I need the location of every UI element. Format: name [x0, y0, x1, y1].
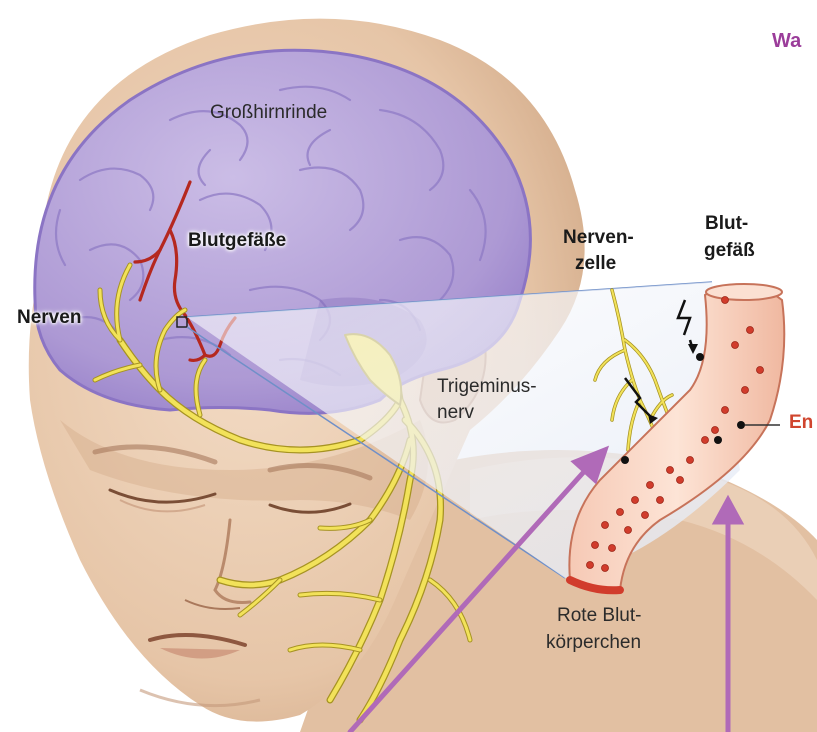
label-red-cells-1: Rote Blut- [557, 605, 641, 627]
label-cortex: Großhirnrinde [210, 102, 327, 124]
title-fragment: Wa [772, 30, 801, 53]
label-nerve-cell-2: zelle [575, 253, 616, 275]
label-vessel-1: Blut- [705, 213, 748, 235]
label-trigeminus-1: Trigeminus- [437, 376, 537, 398]
label-nerve-cell-1: Nerven- [563, 227, 634, 249]
label-right-fragment: En [789, 412, 813, 434]
label-red-cells-2: körperchen [546, 632, 641, 654]
label-nerves: Nerven [17, 307, 81, 329]
label-trigeminus-2: nerv [437, 402, 474, 424]
label-vessel-2: gefäß [704, 240, 755, 262]
label-vessels: Blutgefäße [188, 230, 286, 252]
